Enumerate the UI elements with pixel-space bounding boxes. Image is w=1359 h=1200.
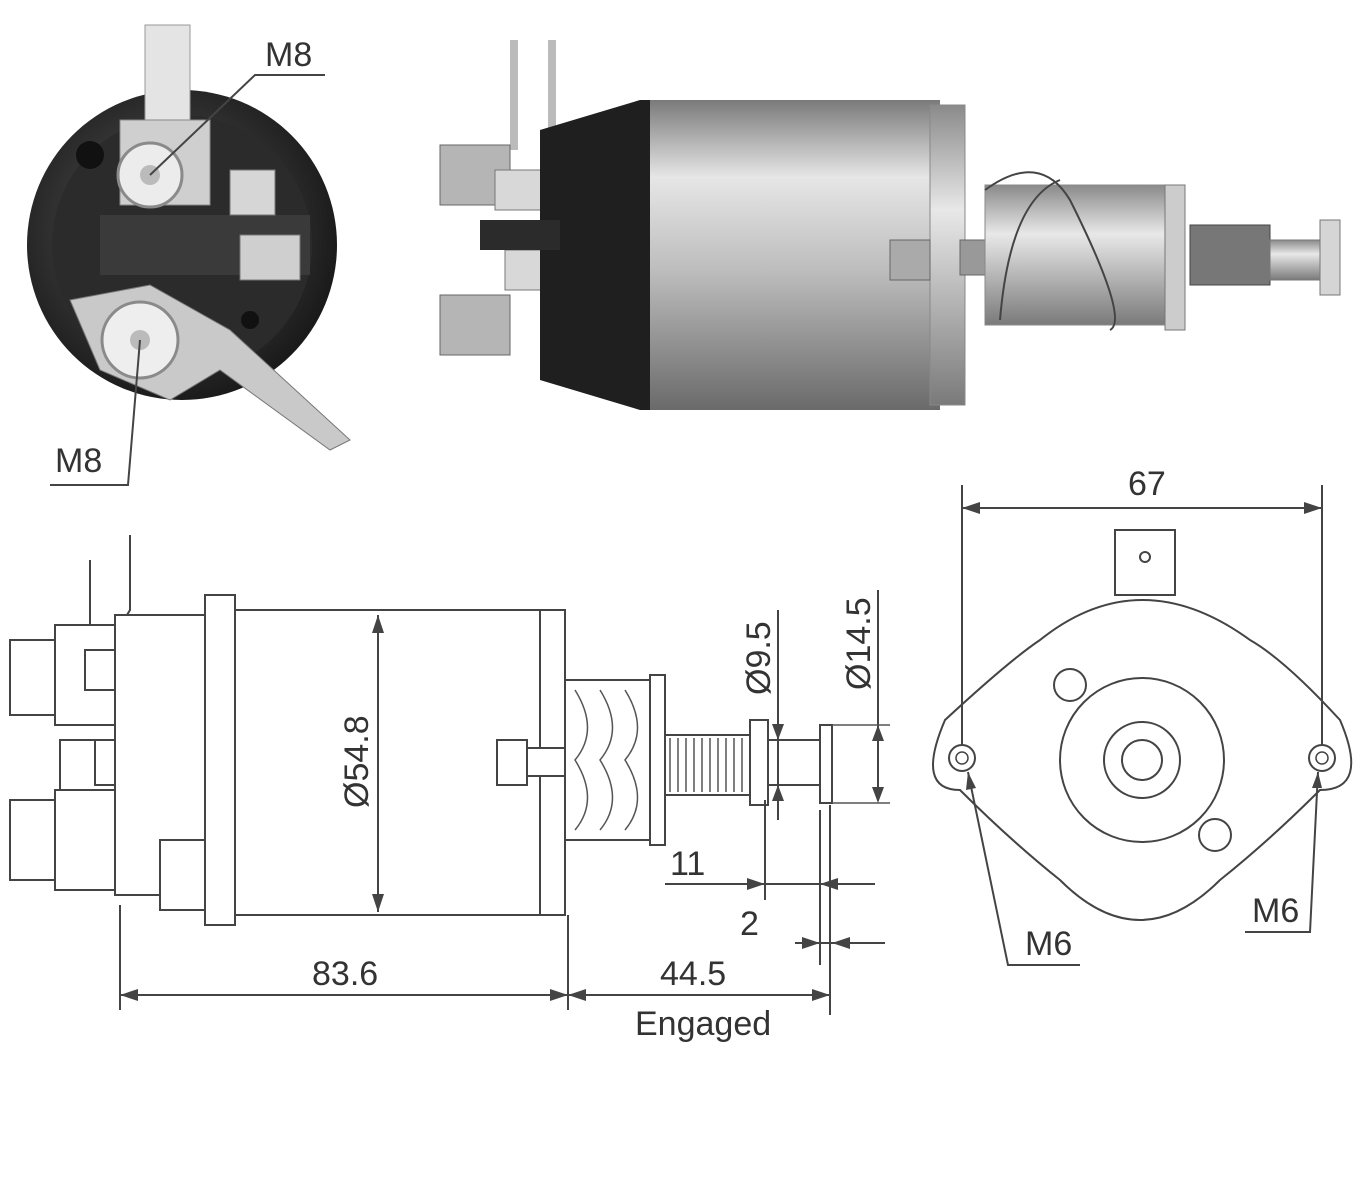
bottom-leader-line [50, 339, 141, 486]
flange-width-label: 67 [1128, 465, 1166, 503]
black-end-cap [540, 100, 660, 410]
flange-boss-inner [1121, 739, 1163, 781]
plunger-spring [1189, 224, 1271, 286]
flange-drawing: 67 M6 M6 [932, 465, 1353, 966]
mount-right-leader [1245, 771, 1319, 933]
mount-left-leader [967, 771, 1080, 966]
top-leader-line [149, 74, 325, 176]
terminal-pin-2 [548, 40, 556, 160]
plunger-length-label: 44.5 [660, 955, 726, 993]
top-terminal-label: M8 [265, 36, 312, 74]
offset-11-label: 11 [670, 845, 705, 883]
offset-2-label: 2 [740, 905, 759, 943]
bottom-terminal-label: M8 [55, 442, 102, 480]
drawing-lower-nut [9, 799, 56, 881]
drawing-flange [204, 594, 236, 926]
lower-terminal-nut [439, 294, 511, 356]
body-length-label: 83.6 [312, 955, 378, 993]
body-end-ring [929, 104, 966, 406]
plunger-nut [889, 239, 931, 281]
plunger-sleeve [984, 184, 1176, 326]
top-bolt-stud [144, 24, 191, 126]
spade-terminal-upper [229, 169, 276, 216]
drawing-plunger-head [819, 724, 833, 804]
drawing-plunger-sleeve [564, 679, 656, 841]
drawing-upper-nut [9, 639, 56, 716]
mount-left-label: M6 [1025, 925, 1072, 963]
side-dimension-drawing: Ø54.8 83.6 44.5 Engaged Ø9.5 Ø14.5 11 2 [9, 535, 890, 1043]
mount-right-label: M6 [1252, 892, 1299, 930]
terminal-pin-1 [510, 40, 518, 150]
spade-terminal-mid [239, 234, 301, 281]
side-view-photo [439, 40, 1341, 410]
plunger-head [1319, 219, 1341, 296]
body-diameter-label: Ø54.8 [338, 715, 376, 808]
end-view-photo: M8 M8 [27, 24, 351, 486]
head-diameter-label: Ø14.5 [840, 597, 878, 690]
return-spring [984, 171, 1116, 331]
plunger-note-label: Engaged [635, 1005, 771, 1043]
pin-diameter-label: Ø9.5 [740, 621, 778, 695]
